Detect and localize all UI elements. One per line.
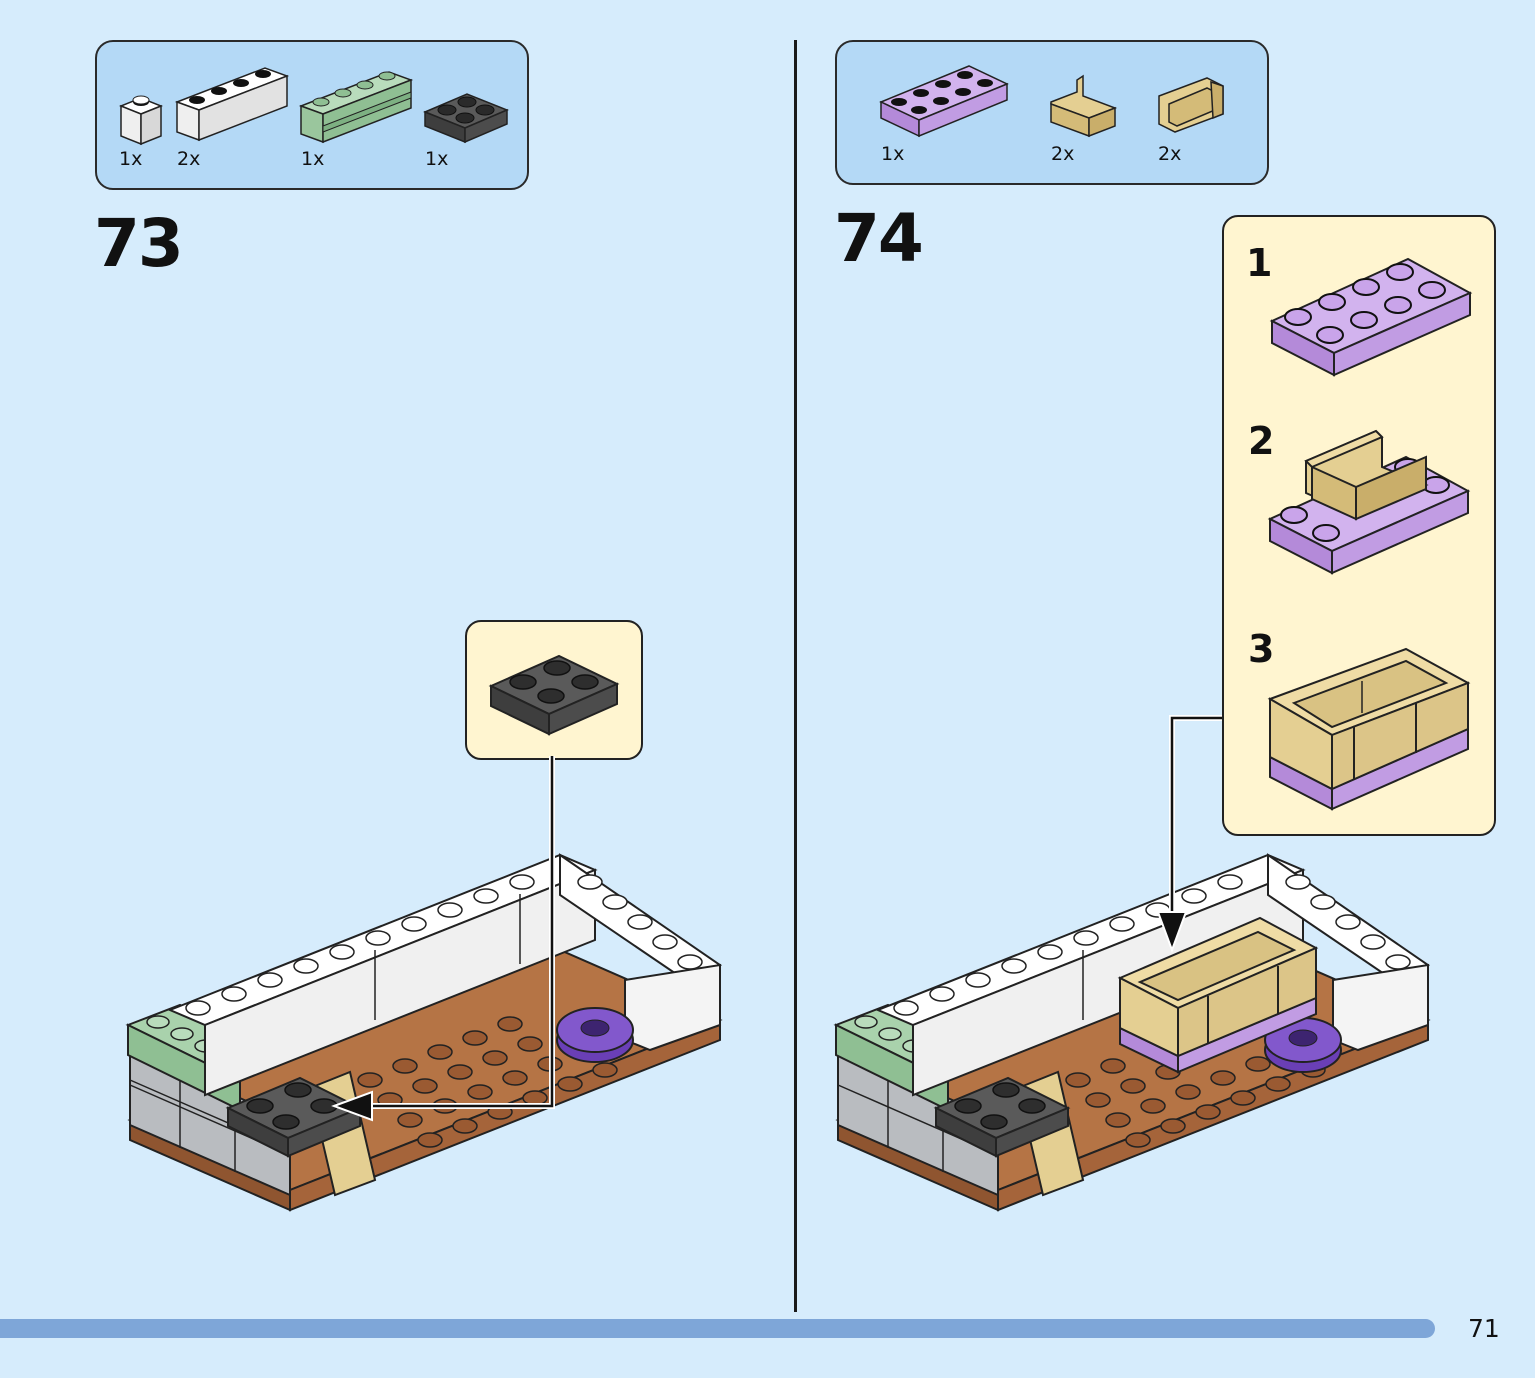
parts-list-step-74: 1x 2x 2x: [835, 40, 1269, 185]
lavender-plate-2x4-icon: [1269, 257, 1473, 377]
white-brick-1x4-icon: [174, 67, 290, 142]
part-qty: 1x: [425, 148, 449, 170]
step-number: 74: [834, 200, 924, 277]
substep-number: 2: [1248, 419, 1275, 463]
part-qty: 2x: [177, 148, 201, 170]
step-number: 73: [94, 205, 184, 282]
placement-arrow: [1156, 715, 1222, 953]
parts-list-step-73: 1x 2x 1x 1x: [95, 40, 529, 190]
part-callout: [465, 620, 643, 760]
tan-seat-corner-icon: [1050, 74, 1118, 138]
placement-arrow: [331, 756, 555, 1122]
part-qty: 2x: [1051, 143, 1075, 165]
substep-callout: 1 2 3: [1222, 215, 1496, 836]
dark-gray-plate-2x2-icon: [488, 654, 620, 736]
part-qty: 1x: [119, 148, 143, 170]
sand-green-panel-1x4-icon: [298, 71, 414, 144]
assembly-model-step-74: [833, 853, 1431, 1212]
assembled-sofa-icon: [1267, 647, 1471, 811]
tan-sofa-side-icon: [1158, 77, 1224, 133]
part-qty: 1x: [301, 148, 325, 170]
white-brick-1x1-icon: [118, 95, 164, 146]
page-divider: [794, 40, 797, 1312]
page-number: 71: [1468, 1314, 1500, 1343]
assembly-model-step-73: [125, 853, 723, 1212]
substep-number: 1: [1246, 241, 1273, 285]
lavender-plate-with-seat-icon: [1267, 429, 1471, 575]
dark-gray-plate-2x2-icon: [423, 93, 509, 144]
part-qty: 1x: [881, 143, 905, 165]
part-qty: 2x: [1158, 143, 1182, 165]
page-progress-bar: [0, 1319, 1435, 1338]
lavender-plate-2x4-icon: [879, 65, 1009, 138]
substep-number: 3: [1248, 627, 1275, 671]
